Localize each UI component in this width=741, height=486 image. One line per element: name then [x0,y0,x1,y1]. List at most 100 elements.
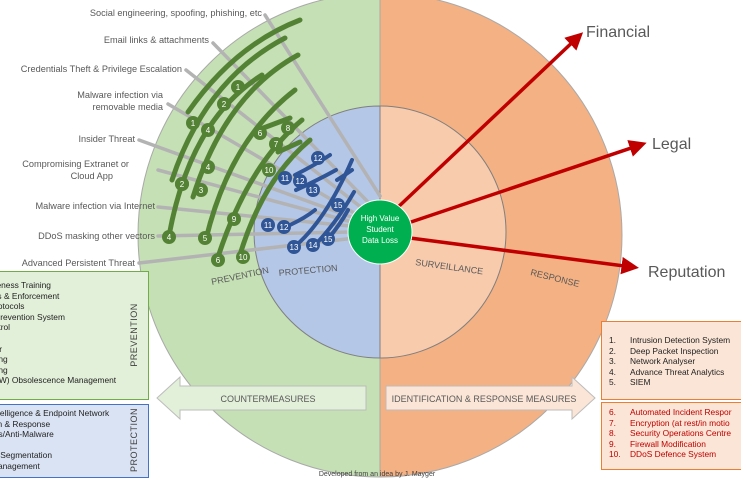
marker: 6 [253,126,267,140]
list-item: 9.Firewall Modification [609,438,706,449]
marker: 15 [331,198,345,212]
threat-label: Compromising Extranet or [22,159,129,169]
marker: 12 [311,151,325,165]
identification-arrow [385,375,596,421]
threat-labels: Social engineering, spoofing, phishing, … [21,8,263,268]
marker: 7 [269,137,283,151]
threat-label: DDoS masking other vectors [38,231,155,241]
svg-text:1: 1 [191,119,196,128]
threat-label: Cloud App [71,171,113,181]
list-item: iltering [0,364,8,375]
list-item: iltering [0,354,8,365]
marker: 10 [236,250,250,264]
threat-label: Insider Threat [78,134,135,144]
surveillance-zone [379,105,507,359]
marker: 1 [231,80,245,94]
center-node [347,199,413,265]
svg-text:13: 13 [290,243,299,252]
svg-text:2: 2 [222,100,227,109]
marker: 6 [211,253,225,267]
marker: 13 [306,183,320,197]
impact-financial: Financial [586,24,650,41]
svg-text:7: 7 [274,140,279,149]
list-item: 6.Automated Incident Respor [609,407,732,417]
list-item: Management [0,460,40,471]
threat-label: Malware infection via [77,90,164,100]
svg-text:2: 2 [180,180,185,189]
countermeasures-arrow [156,375,367,421]
marker: 2 [175,177,189,191]
svg-text:10: 10 [239,253,248,262]
marker: 4 [162,230,176,244]
list-item: rk Segmentation [0,450,52,461]
marker: 5 [198,231,212,245]
list-item: 7.Encryption (at rest/in motio [609,417,730,428]
list-item: 10.DDoS Defence System [609,449,717,460]
prevention-markers: 1 2 2 4 6 8 7 10 1 4 2 3 9 5 4 6 10 [162,80,295,267]
list-item: on Prevention System [0,311,65,322]
marker: 9 [227,212,241,226]
list-item: rus/Anti-Malware [0,429,54,440]
svg-text:1: 1 [236,83,241,92]
marker: 1 [186,116,200,130]
protection-list: intelligence & Endpoint Network ion & Re… [0,408,109,472]
list-item: /V/SW) Obsolescence Management [0,375,117,386]
marker: 11 [261,218,275,232]
identification-box: 1.Intrusion Detection System 2.Deep Pack… [601,321,741,400]
center-line-2: Student [366,225,394,234]
marker: 15 [321,232,335,246]
prevention-list: wareness Training licies & Enforcement y… [0,280,116,386]
svg-text:11: 11 [281,174,290,183]
threat-label: Credentials Theft & Privilege Escalation [21,64,182,74]
center-line-3: Data Loss [362,236,398,245]
svg-text:12: 12 [280,223,289,232]
list-item: ion & Response [0,418,51,429]
svg-text:10: 10 [265,166,274,175]
list-item: Control [0,322,10,333]
svg-text:6: 6 [216,256,221,265]
threat-label: Advanced Persistent Threat [22,258,136,268]
protection-markers: 12 11 12 13 15 11 12 13 14 15 [261,151,345,254]
response-list: 6.Automated Incident Respor 7.Encryption… [609,407,732,460]
prevention-box-label: PREVENTION [129,303,139,367]
response-box: 6.Automated Incident Respor 7.Encryption… [601,402,741,470]
protection-box-label: PROTECTION [129,408,139,473]
countermeasures-label: COUNTERMEASURES [220,394,315,404]
impact-reputation: Reputation [648,264,725,281]
list-item: 4.Advance Threat Analytics [609,366,725,377]
list-item: oot [0,333,116,344]
svg-text:14: 14 [309,241,318,250]
threat-label: Social engineering, spoofing, phishing, … [90,8,263,18]
list-item: licies & Enforcement [0,290,60,301]
list-item: 3.Network Analyser [609,356,696,367]
threat-label: Email links & attachments [104,35,210,45]
marker: 4 [201,123,215,137]
marker: 3 [194,183,208,197]
list-item: 5.SIEM [609,377,651,388]
svg-text:15: 15 [334,201,343,210]
center-line-1: High Value [361,214,400,223]
marker: 12 [293,174,307,188]
list-item: wareness Training [0,280,51,290]
svg-text:9: 9 [232,215,237,224]
svg-text:12: 12 [314,154,323,163]
marker: 2 [217,97,231,111]
svg-text:5: 5 [203,234,208,243]
svg-text:12: 12 [296,177,305,186]
svg-text:11: 11 [264,221,273,230]
threat-label: Malware infection via Internet [36,201,156,211]
identification-list: 1.Intrusion Detection System 2.Deep Pack… [609,335,730,388]
list-item: erver [0,344,116,355]
marker: 4 [201,160,215,174]
svg-text:4: 4 [167,233,172,242]
svg-text:15: 15 [324,235,333,244]
marker: 11 [278,171,292,185]
svg-text:4: 4 [206,163,211,172]
marker: 12 [277,220,291,234]
identification-label: IDENTIFICATION & RESPONSE MEASURES [392,394,577,404]
marker: 13 [287,240,301,254]
list-item: intelligence & Endpoint Network [0,408,110,418]
svg-text:8: 8 [286,124,291,133]
marker: 10 [262,163,276,177]
list-item: 1.Intrusion Detection System [609,335,731,345]
